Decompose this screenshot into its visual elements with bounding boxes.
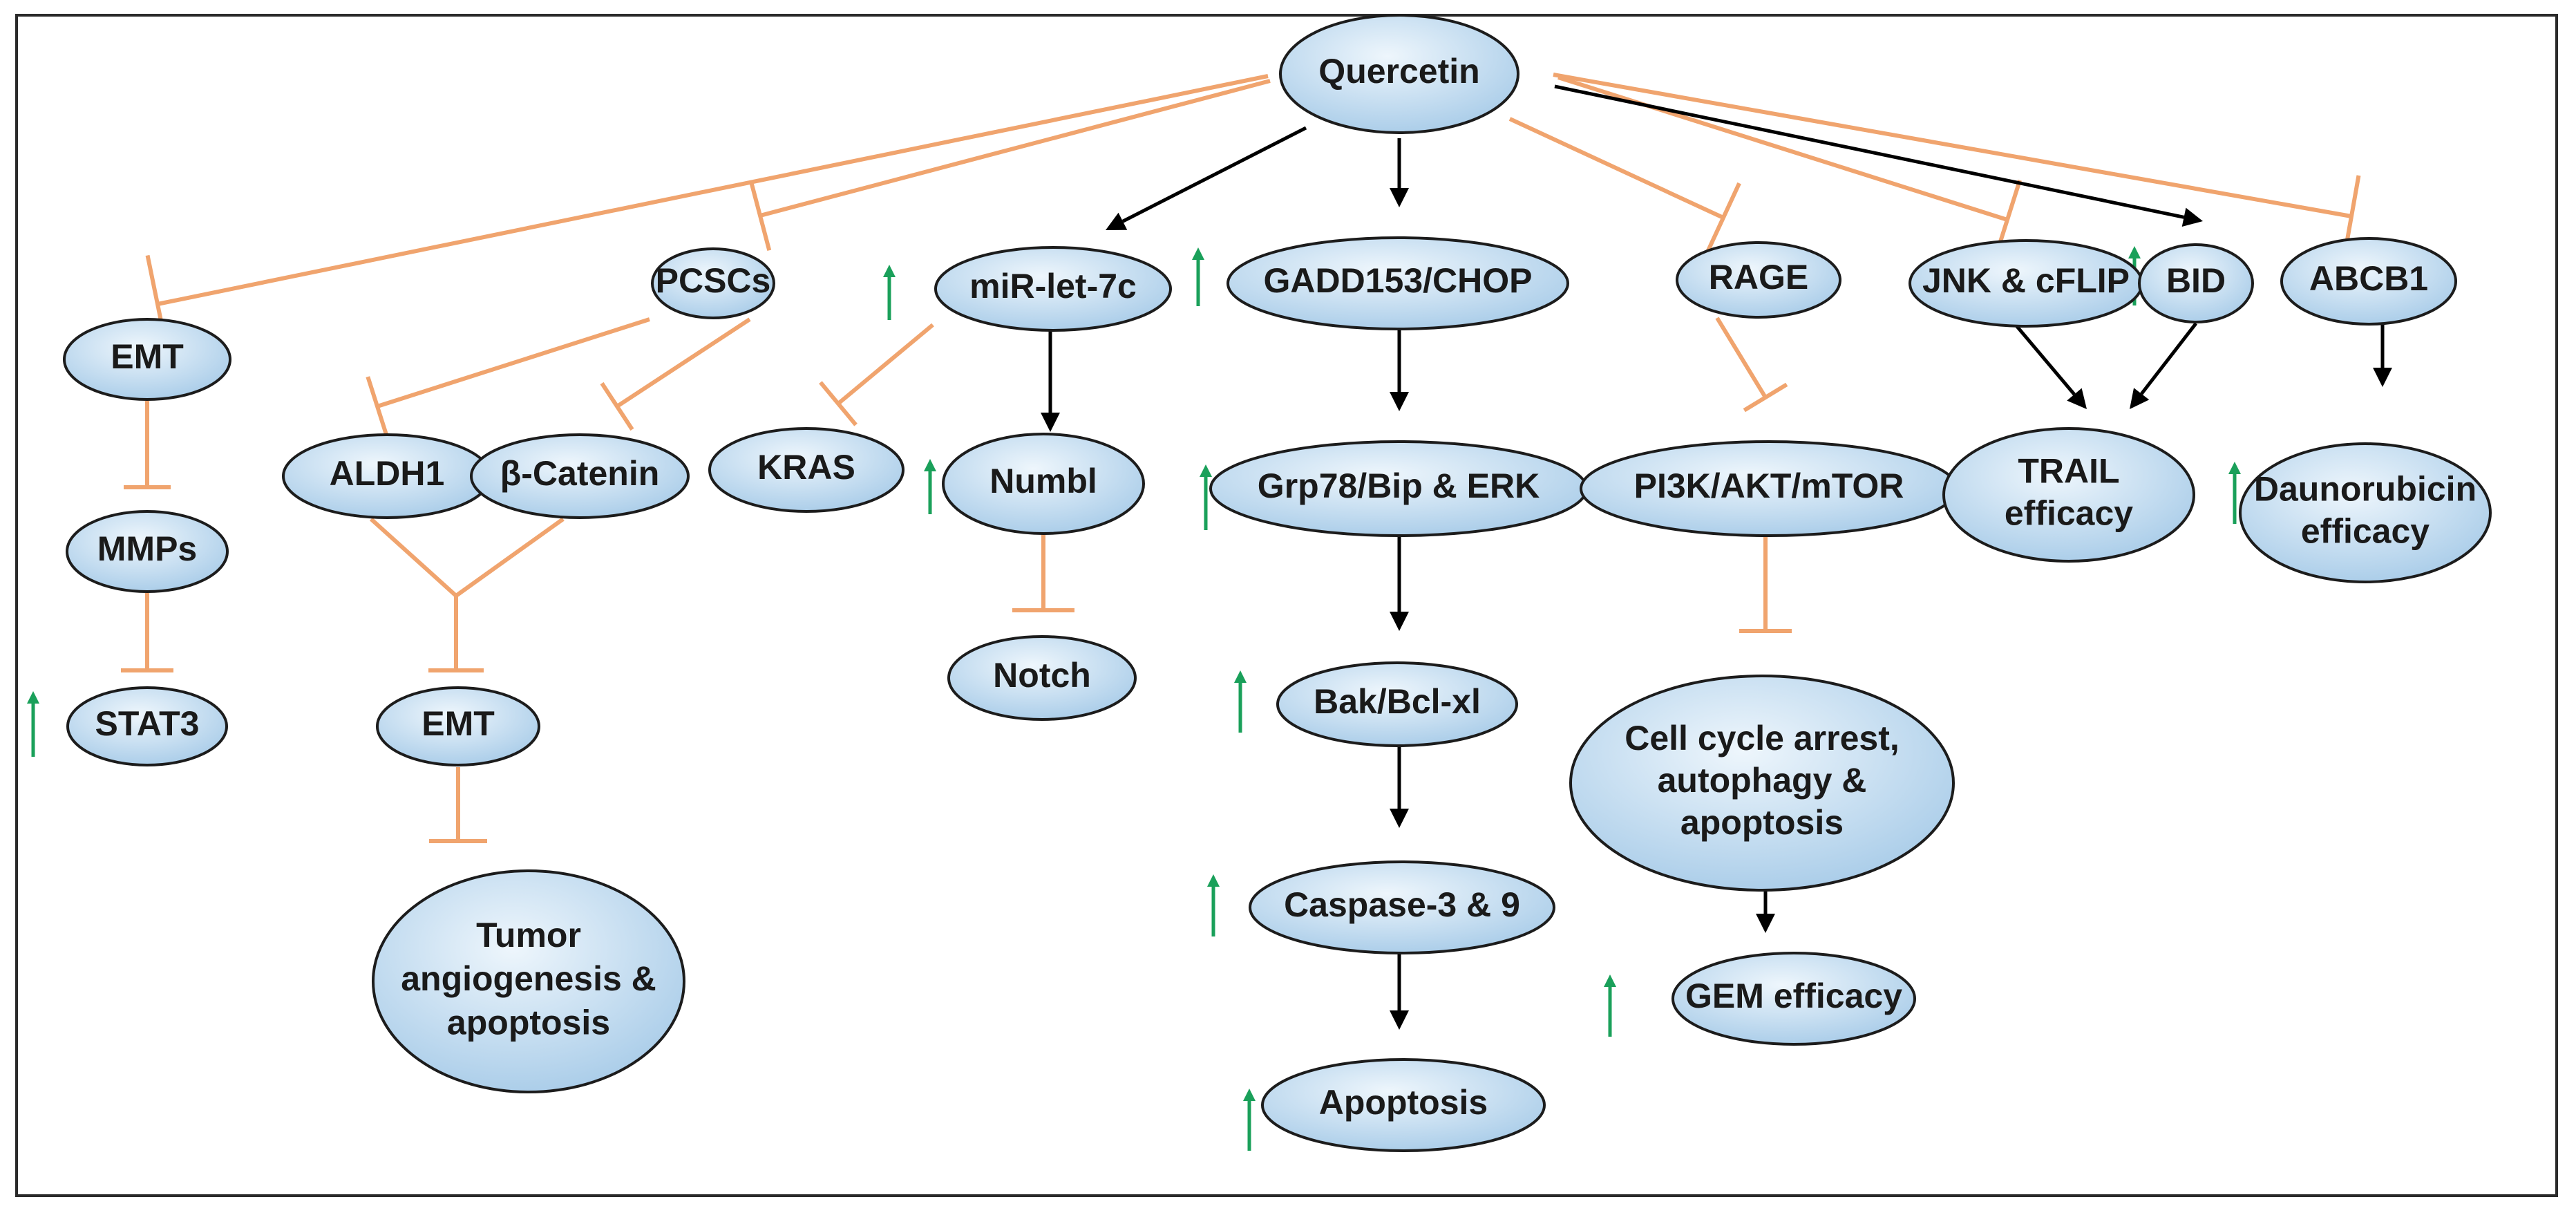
bid-to-trail-activation-edge xyxy=(2130,322,2197,409)
upregulation-markers xyxy=(27,246,2241,1151)
emt-to-tumor-inhibition-edge xyxy=(429,767,487,843)
node-bid-label: BID xyxy=(2166,261,2226,300)
quercetin-to-pcscs-inhibition-edge xyxy=(748,79,1271,252)
node-bcatenin-label: β-Catenin xyxy=(500,454,660,493)
node-quercetin: Quercetin xyxy=(1279,14,1519,134)
aldh1-bcatenin-to-emt-inhibition-edge xyxy=(369,517,565,672)
pcscs-to-bcatenin-inhibition-edge xyxy=(600,317,751,431)
node-bak: Bak/Bcl-xl xyxy=(1276,661,1518,747)
node-grp78: Grp78/Bip & ERK xyxy=(1209,440,1588,537)
node-tumor-label: Tumor xyxy=(476,916,581,954)
abcb1-to-dauno-activation-edge xyxy=(2373,325,2392,387)
rage-to-pi3k-inhibition-edge xyxy=(1715,317,1788,413)
mirlet7c-to-kras-inhibition-edge xyxy=(819,323,934,426)
bak-to-caspase-activation-edge xyxy=(1390,746,1409,828)
node-bid: BID xyxy=(2138,243,2254,323)
quercetin-to-bid-activation-edge xyxy=(1554,84,2203,227)
numbl-to-notch-inhibition-edge xyxy=(1012,534,1074,612)
node-abcb1-label: ABCB1 xyxy=(2309,259,2428,298)
node-pi3k-label: PI3K/AKT/mTOR xyxy=(1634,467,1904,505)
node-notch-label: Notch xyxy=(993,656,1091,695)
node-gem: GEM efficacy xyxy=(1671,952,1916,1046)
quercetin-to-mirlet7c-activation-edge xyxy=(1106,126,1307,230)
node-tumor-label: apoptosis xyxy=(447,1004,610,1042)
node-notch: Notch xyxy=(947,635,1137,721)
quercetin-to-abcb1-inhibition-edge xyxy=(1553,73,2361,258)
pi3k-to-cellcycle-inhibition-edge xyxy=(1739,537,1792,633)
mmps-to-stat3-inhibition-edge xyxy=(121,593,173,672)
node-apoptosis: Apoptosis xyxy=(1261,1058,1546,1152)
node-mmps-label: MMPs xyxy=(97,529,197,568)
node-cellcycle: Cell cycle arrest, autophagy &apoptosis xyxy=(1569,675,1955,892)
node-pcscs-label: PCSCs xyxy=(656,261,771,300)
node-mirlet7c: miR-let-7c xyxy=(934,246,1172,332)
node-emt-mid: EMT xyxy=(376,686,540,766)
cellcycle-to-gem-activation-edge xyxy=(1756,889,1775,933)
node-jnk-label: JNK & cFLIP xyxy=(1922,261,2130,300)
node-gem-label: GEM efficacy xyxy=(1685,977,1902,1015)
node-aldh1: ALDH1 xyxy=(282,433,492,519)
apoptosis-upregulation-arrow-icon xyxy=(1243,1089,1256,1151)
node-gadd153-label: GADD153/CHOP xyxy=(1264,261,1533,300)
node-stat3-label: STAT3 xyxy=(95,704,200,743)
node-cellcycle-label: autophagy & xyxy=(1658,761,1867,800)
node-abcb1: ABCB1 xyxy=(2280,237,2457,326)
node-bak-label: Bak/Bcl-xl xyxy=(1314,682,1481,721)
dauno-upregulation-arrow-icon xyxy=(2228,462,2241,524)
gadd153-upregulation-arrow-icon xyxy=(1192,247,1204,306)
node-mmps: MMPs xyxy=(66,510,229,593)
node-kras: KRAS xyxy=(708,427,905,513)
node-bcatenin: β-Catenin xyxy=(470,433,690,519)
gadd153-to-grp78-activation-edge xyxy=(1390,330,1409,411)
node-dauno-label: efficacy xyxy=(2301,512,2430,551)
gem-upregulation-arrow-icon xyxy=(1604,975,1616,1037)
node-numbl: Numbl xyxy=(942,433,1145,535)
mirlet7c-to-numbl-activation-edge xyxy=(1041,330,1060,432)
numbl-upregulation-arrow-icon xyxy=(924,459,936,514)
node-rage: RAGE xyxy=(1676,241,1841,319)
node-dauno-label: Daunorubicin xyxy=(2254,470,2476,509)
node-trail-label: TRAIL xyxy=(2018,452,2119,491)
node-numbl-label: Numbl xyxy=(989,462,1097,500)
node-trail-label: efficacy xyxy=(2005,494,2133,533)
node-gadd153: GADD153/CHOP xyxy=(1227,236,1569,330)
bak-upregulation-arrow-icon xyxy=(1234,670,1247,733)
node-aldh1-label: ALDH1 xyxy=(330,454,445,493)
caspase-to-apoptosis-activation-edge xyxy=(1390,954,1409,1030)
node-pi3k: PI3K/AKT/mTOR xyxy=(1580,440,1958,537)
quercetin-to-rage-inhibition-edge xyxy=(1508,117,1741,254)
node-apoptosis-label: Apoptosis xyxy=(1319,1083,1488,1122)
mirlet7c-upregulation-arrow-icon xyxy=(883,265,896,320)
stat3-upregulation-arrow-icon xyxy=(27,691,39,757)
node-emt-left-label: EMT xyxy=(111,337,184,376)
node-tumor: Tumor angiogenesis & apoptosis xyxy=(372,869,685,1093)
node-cellcycle-label: apoptosis xyxy=(1680,803,1844,842)
node-emt-left: EMT xyxy=(63,318,231,401)
node-emt-mid-label: EMT xyxy=(422,704,495,743)
emt-to-mmps-inhibition-edge xyxy=(124,401,171,489)
node-mirlet7c-label: miR-let-7c xyxy=(969,267,1137,305)
node-pcscs: PCSCs xyxy=(651,247,775,319)
node-caspase-label: Caspase-3 & 9 xyxy=(1284,885,1520,924)
node-stat3: STAT3 xyxy=(66,686,228,766)
node-jnk: JNK & cFLIP xyxy=(1909,239,2143,328)
node-cellcycle-label: Cell cycle arrest, xyxy=(1625,719,1900,757)
quercetin-to-gadd153-activation-edge xyxy=(1390,138,1409,207)
pcscs-to-aldh1-inhibition-edge xyxy=(366,317,650,437)
caspase-upregulation-arrow-icon xyxy=(1207,874,1220,936)
node-kras-label: KRAS xyxy=(757,448,855,487)
node-caspase: Caspase-3 & 9 xyxy=(1249,860,1555,954)
node-tumor-label: angiogenesis & xyxy=(401,959,656,998)
node-rage-label: RAGE xyxy=(1709,258,1808,296)
node-quercetin-label: Quercetin xyxy=(1318,52,1479,91)
grp78-upregulation-arrow-icon xyxy=(1200,464,1212,530)
jnk-to-trail-activation-edge xyxy=(2014,323,2087,409)
grp78-to-bak-activation-edge xyxy=(1390,536,1409,631)
node-grp78-label: Grp78/Bip & ERK xyxy=(1258,467,1540,505)
edge-layer xyxy=(121,73,2392,1030)
